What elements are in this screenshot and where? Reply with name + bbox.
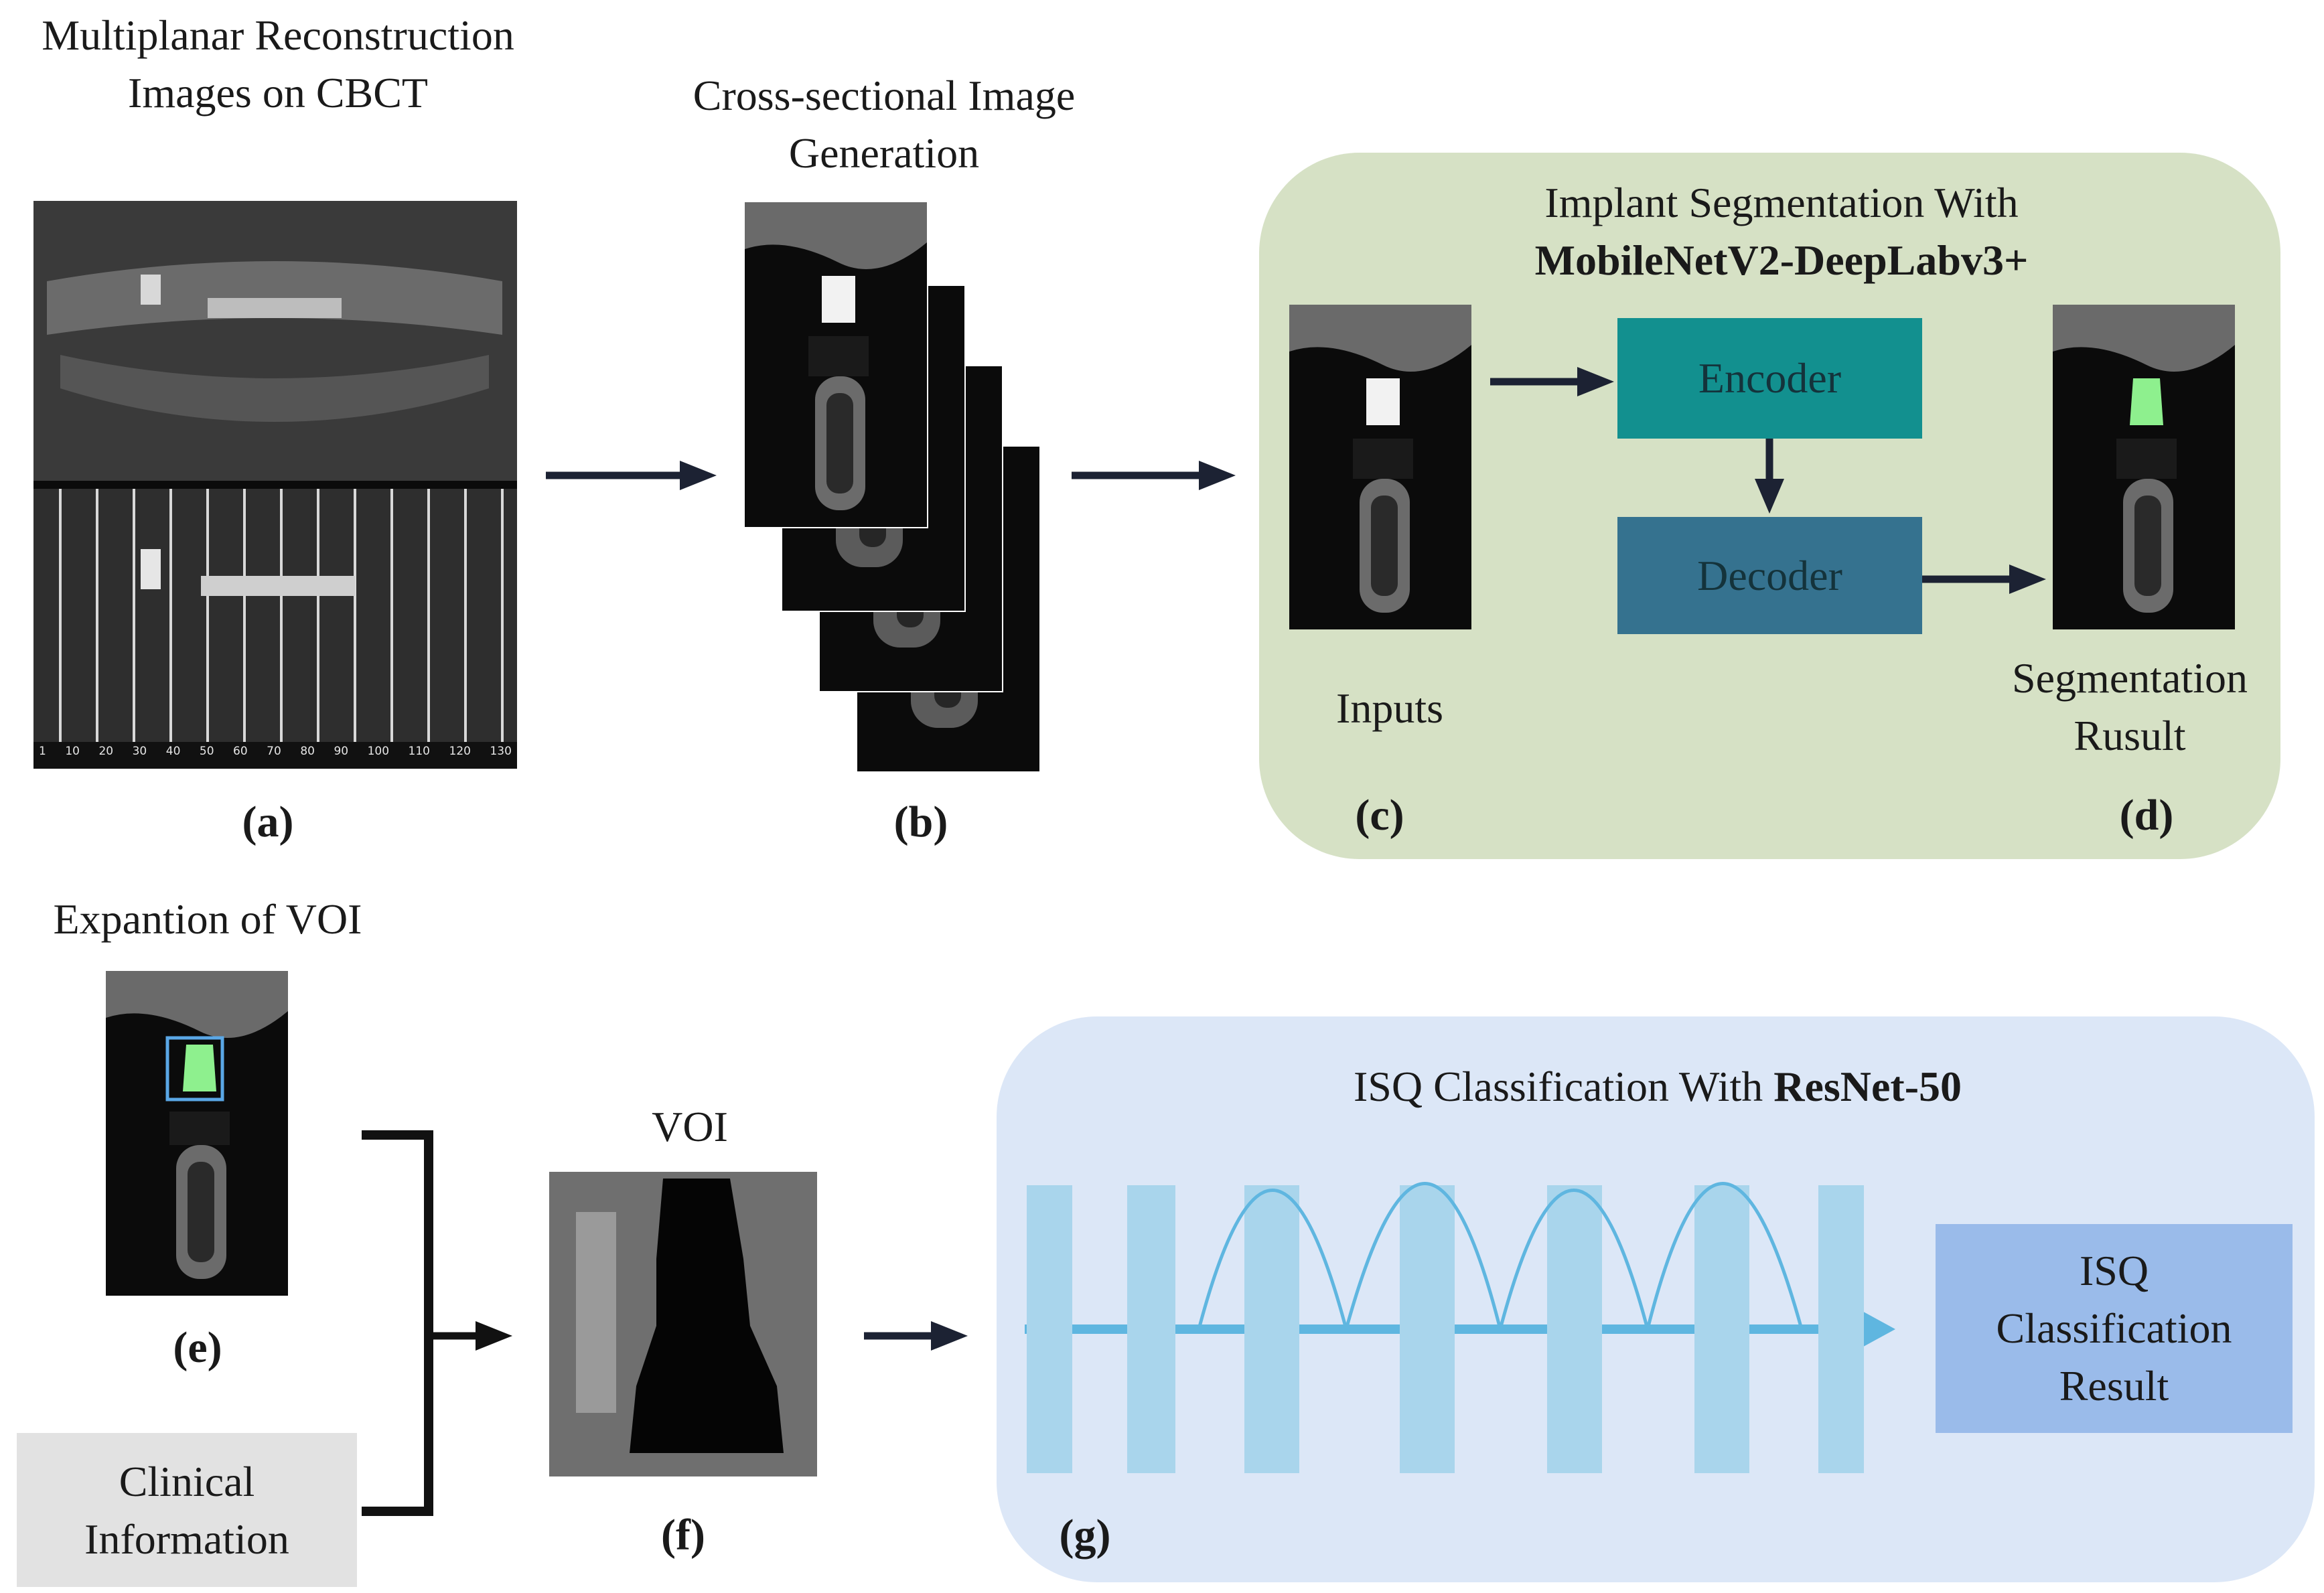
resnet-diagram xyxy=(1025,1182,1895,1473)
arrow-decoder-to-result xyxy=(1922,564,2046,594)
arrow-a-to-b xyxy=(546,461,717,490)
ruler-tick: 100 xyxy=(367,745,390,758)
ruler-tick: 40 xyxy=(165,745,181,758)
resnet-layer-1 xyxy=(1027,1185,1072,1473)
clinical-info-box xyxy=(17,1433,357,1587)
skip-connection-4 xyxy=(1646,1182,1804,1330)
skip-connection-1 xyxy=(1197,1189,1348,1330)
ruler-tick: 10 xyxy=(65,745,80,758)
merge-connector xyxy=(362,1130,512,1516)
resnet-layer-2 xyxy=(1127,1185,1175,1473)
label-g: (g) xyxy=(1059,1511,1111,1560)
resnet-layer-5 xyxy=(1547,1185,1602,1473)
label-b: (b) xyxy=(893,798,948,846)
resnet-layer-4 xyxy=(1400,1185,1455,1473)
voi-expansion-title: Expantion of VOI xyxy=(53,895,362,943)
segmentation-title-line2: MobileNetV2-DeepLabv3+ xyxy=(1534,236,2029,284)
resnet-layer-6 xyxy=(1694,1185,1749,1473)
voi-expansion-image xyxy=(106,971,288,1296)
clinical-info-label: Clinical Information xyxy=(84,1458,289,1563)
encoder-block: Encoder xyxy=(1617,318,1922,439)
mpr-ruler: 1 10 20 30 40 50 60 70 80 90 100 110 120… xyxy=(33,745,517,758)
classification-title-prefix: ISQ Classification With xyxy=(1353,1063,1774,1110)
resnet-layer-7 xyxy=(1818,1185,1864,1473)
arrow-b-to-c xyxy=(1072,461,1236,490)
result-caption: Segmentation Rusult xyxy=(2012,654,2248,759)
classification-title-model: ResNet-50 xyxy=(1773,1063,1962,1110)
ruler-tick: 20 xyxy=(98,745,114,758)
ruler-tick: 30 xyxy=(132,745,147,758)
ruler-tick: 80 xyxy=(300,745,315,758)
arrow-encoder-to-decoder xyxy=(1755,439,1784,514)
ruler-tick: 110 xyxy=(408,745,430,758)
segmentation-result-image xyxy=(2053,305,2235,629)
ruler-tick: 70 xyxy=(267,745,281,758)
ruler-tick: 130 xyxy=(490,745,512,758)
label-e: (e) xyxy=(173,1323,222,1372)
voi-title: VOI xyxy=(652,1103,728,1150)
cross-section-slice-1 xyxy=(743,201,928,528)
ruler-tick: 120 xyxy=(449,745,471,758)
decoder-block: Decoder xyxy=(1617,517,1922,634)
voi-image xyxy=(549,1172,817,1476)
mpr-image: 1 10 20 30 40 50 60 70 80 90 100 110 120… xyxy=(33,201,517,769)
resnet-layer-3 xyxy=(1244,1185,1299,1473)
arrow-input-to-encoder xyxy=(1490,367,1614,396)
resnet-output-arrow xyxy=(1859,1309,1895,1349)
label-d: (d) xyxy=(2119,791,2174,840)
label-f: (f) xyxy=(661,1511,705,1560)
classification-title: ISQ Classification With ResNet-50 xyxy=(1005,1058,2311,1116)
cross-section-title: Cross-sectional Image Generation xyxy=(693,72,1076,177)
segmentation-title-line1: Implant Segmentation With xyxy=(1544,179,2019,226)
ruler-tick: 50 xyxy=(199,745,214,758)
ruler-tick: 1 xyxy=(39,745,46,758)
skip-connection-2 xyxy=(1344,1182,1502,1330)
isq-result-label: ISQ Classification Result xyxy=(1996,1247,2232,1410)
ruler-tick: 60 xyxy=(233,745,248,758)
arrow-voi-to-classifier xyxy=(864,1321,968,1351)
mpr-title: Multiplanar Reconstruction Images on CBC… xyxy=(42,11,514,117)
skip-connection-3 xyxy=(1498,1189,1650,1330)
isq-result-box xyxy=(1936,1224,2293,1433)
label-c: (c) xyxy=(1355,791,1404,840)
inputs-caption: Inputs xyxy=(1336,684,1443,732)
ruler-tick: 90 xyxy=(334,745,349,758)
label-a: (a) xyxy=(242,798,294,846)
input-ct-image xyxy=(1289,305,1471,629)
